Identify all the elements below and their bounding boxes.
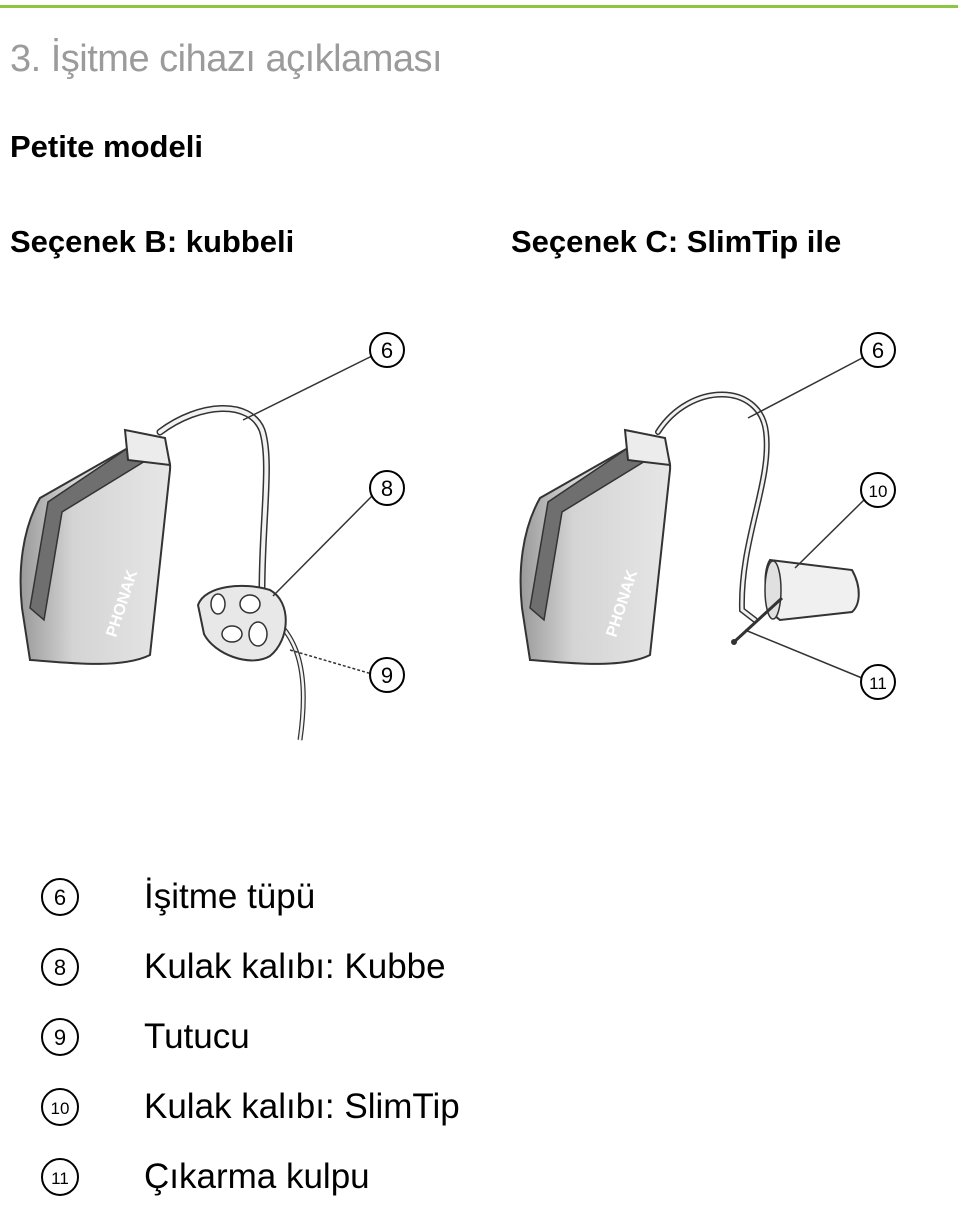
svg-text:11: 11 <box>869 674 887 693</box>
svg-text:8: 8 <box>381 476 393 501</box>
callout-10: 10 <box>860 472 896 508</box>
callout-9: 9 <box>369 657 405 693</box>
callout-6-right: 6 <box>860 332 896 368</box>
legend-label: Kulak kalıbı: SlimTip <box>144 1087 460 1126</box>
svg-text:10: 10 <box>51 1099 70 1118</box>
legend-label: Kulak kalıbı: Kubbe <box>144 947 446 986</box>
option-b-title: Seçenek B: kubbeli <box>10 224 295 259</box>
callout-6-left: 6 <box>369 332 405 368</box>
legend-item: 8 Kulak kalıbı: Kubbe <box>40 947 740 1007</box>
legend-label: Çıkarma kulpu <box>144 1157 370 1196</box>
callout-11: 11 <box>860 664 896 700</box>
svg-text:9: 9 <box>54 1025 66 1050</box>
svg-text:9: 9 <box>381 663 393 688</box>
legend-label: İşitme tüpü <box>144 877 316 916</box>
legend-label: Tutucu <box>144 1017 250 1056</box>
section-title: 3. İşitme cihazı açıklaması <box>10 38 443 80</box>
number-9-icon: 9 <box>41 1018 79 1056</box>
legend-item: 9 Tutucu <box>40 1017 740 1077</box>
option-c-title: Seçenek C: SlimTip ile <box>511 224 842 259</box>
svg-text:8: 8 <box>54 955 66 980</box>
number-8-icon: 8 <box>41 948 79 986</box>
svg-text:11: 11 <box>51 1169 69 1188</box>
device-b: PHONAK <box>19 355 373 741</box>
svg-text:6: 6 <box>381 338 393 363</box>
top-accent-rule <box>0 5 958 8</box>
svg-text:10: 10 <box>869 482 888 501</box>
svg-text:6: 6 <box>54 885 66 910</box>
number-11-icon: 11 <box>41 1158 79 1196</box>
legend-item: 10 Kulak kalıbı: SlimTip <box>40 1087 740 1147</box>
device-c: PHONAK <box>519 355 867 679</box>
number-10-icon: 10 <box>41 1088 79 1126</box>
hearing-aid-illustration: PHONAK 6 8 9 PHONAK <box>19 332 896 741</box>
callout-8: 8 <box>369 470 405 506</box>
legend-item: 11 Çıkarma kulpu <box>40 1157 740 1217</box>
legend-item: 6 İşitme tüpü <box>40 877 740 937</box>
number-6-icon: 6 <box>41 878 79 916</box>
model-title: Petite modeli <box>10 129 203 164</box>
svg-text:6: 6 <box>872 338 884 363</box>
